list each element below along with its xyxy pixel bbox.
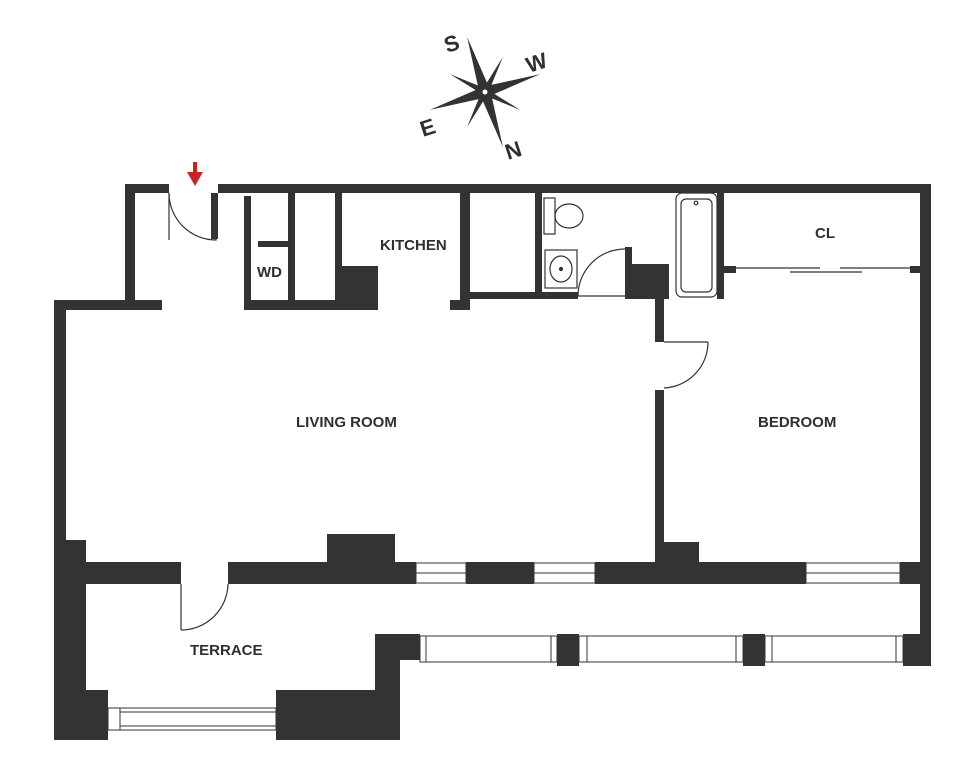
room-label-bedroom: BEDROOM (758, 414, 836, 431)
doors (168, 192, 910, 631)
windows (107, 562, 904, 731)
room-label-terrace: TERRACE (190, 642, 263, 659)
compass-south-label: S (441, 29, 463, 57)
room-label-wd: WD (257, 264, 282, 281)
sink-icon (544, 249, 578, 289)
toilet-icon (543, 197, 584, 235)
walls (54, 184, 931, 740)
entry-arrow-icon (187, 162, 203, 186)
compass-west-label: W (523, 47, 551, 77)
compass-east-label: E (417, 113, 439, 141)
bathtub-icon (675, 192, 718, 298)
room-label-kitchen: KITCHEN (380, 237, 447, 254)
room-label-living-room: LIVING ROOM (296, 414, 397, 431)
compass-rose: S W E N (417, 29, 551, 165)
room-label-closet: CL (815, 225, 835, 242)
compass-north-label: N (502, 136, 525, 165)
